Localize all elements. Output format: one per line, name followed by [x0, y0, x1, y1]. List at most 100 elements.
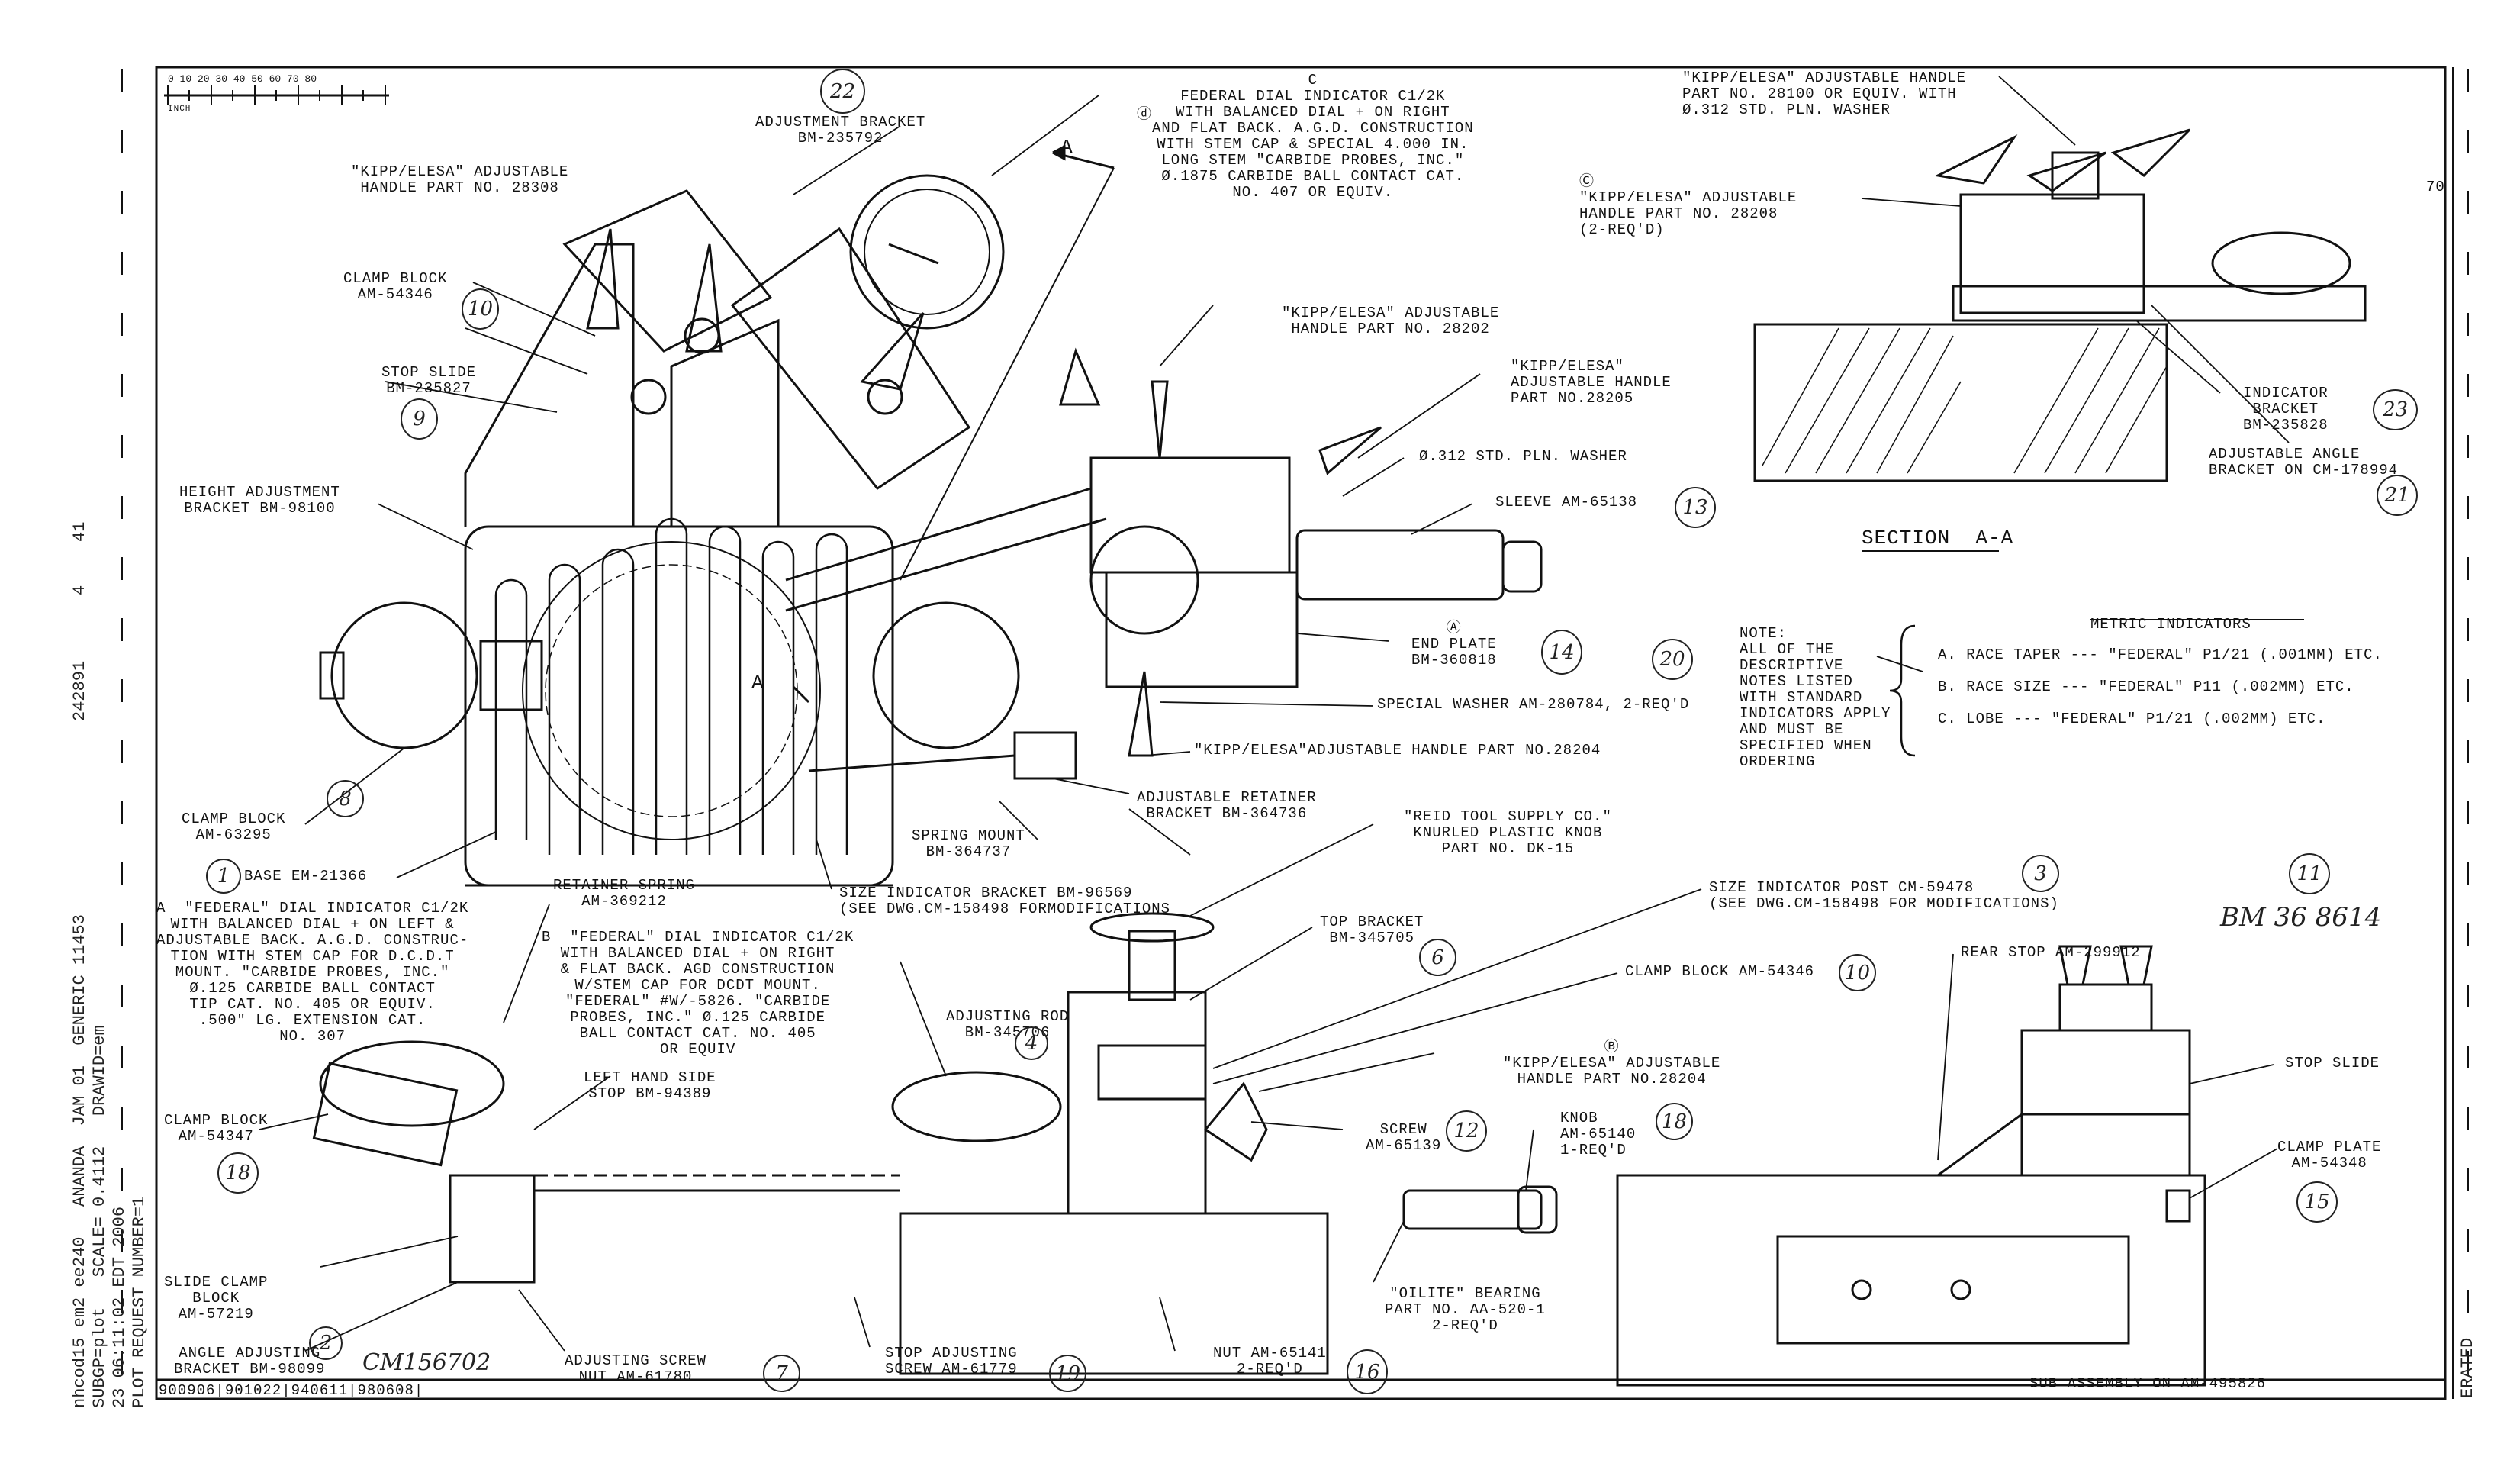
revision-strip: 900906|901022|940611|980608| — [159, 1382, 424, 1399]
side-number-41: 41 — [70, 521, 89, 542]
left-dial-indicator — [330, 601, 478, 749]
label-adjusting-screw-nut: ADJUSTING SCREW NUT AM-61780 — [565, 1352, 707, 1385]
balloon-15: 15 — [2296, 1181, 2338, 1223]
label-federal-a: A "FEDERAL" DIAL INDICATOR C1/2K WITH BA… — [156, 900, 469, 1045]
label-metric-b: B. RACE SIZE --- "FEDERAL" P11 (.002MM) … — [1938, 678, 2354, 695]
balloon-21: 21 — [2377, 475, 2418, 516]
label-kipp-28100: "KIPP/ELESA" ADJUSTABLE HANDLE PART NO. … — [1682, 69, 1967, 118]
label-clamp-block-54347: CLAMP BLOCK AM-54347 — [164, 1112, 269, 1145]
label-size-indicator-bracket: SIZE INDICATOR BRACKET BM-96569 (SEE DWG… — [839, 885, 1171, 917]
lower-dial-a — [319, 1040, 505, 1127]
label-kipp-28202: "KIPP/ELESA" ADJUSTABLE HANDLE PART NO. … — [1282, 305, 1500, 337]
balloon-18b: 18 — [1656, 1103, 1693, 1140]
view-arrow-a-mid: A — [751, 672, 764, 694]
label-stop-slide: STOP SLIDE — [2285, 1055, 2380, 1072]
balloon-18: 18 — [217, 1152, 259, 1194]
angle-scale — [449, 1174, 536, 1284]
label-special-washer: SPECIAL WASHER AM-280784, 2-REQ'D — [1377, 696, 1690, 713]
balloon-4: 4 — [1015, 1026, 1048, 1060]
base-block — [464, 525, 894, 887]
balloon-16: 16 — [1347, 1349, 1388, 1394]
right-dial-indicator — [872, 601, 1020, 749]
label-kipp-28204-a: "KIPP/ELESA"ADJUSTABLE HANDLE PART NO.28… — [1194, 742, 1601, 759]
balloon-10b: 10 — [1839, 954, 1876, 991]
right-knob-circle — [1089, 525, 1199, 635]
label-indicator-bracket: INDICATOR BRACKET BM-235828 — [2243, 385, 2329, 433]
label-clamp-block-54346: CLAMP BLOCK AM-54346 — [343, 270, 448, 303]
label-left-hand-side-stop: LEFT HAND SIDE STOP BM-94389 — [584, 1069, 716, 1102]
label-oilite-bearing: "OILITE" BEARING PART NO. AA-520-1 2-REQ… — [1385, 1285, 1546, 1334]
sleeve-knurl — [1501, 540, 1543, 593]
label-federal-c: C FEDERAL DIAL INDICATOR C1/2K WITH BALA… — [1152, 72, 1474, 201]
label-adjusting-rod: ADJUSTING ROD BM-345706 — [946, 1008, 1070, 1041]
label-knob: KNOB AM-65140 1-REQ'D — [1560, 1110, 1637, 1159]
label-reid-tool: "REID TOOL SUPPLY CO." KNURLED PLASTIC K… — [1404, 808, 1612, 857]
balloon-23: 23 — [2373, 389, 2418, 430]
label-nut: NUT AM-65141 2-REQ'D — [1213, 1345, 1327, 1378]
side-text-1: nhcod15 em2 ee240 ANANDA JAM 01 GENERIC … — [70, 914, 89, 1408]
side-text-4: PLOT REQUEST NUMBER=1 — [130, 1196, 149, 1408]
balloon-1: 1 — [206, 859, 241, 894]
label-metric-c: C. LOBE --- "FEDERAL" P1/21 (.002MM) ETC… — [1938, 711, 2326, 727]
balloon-7: 7 — [763, 1355, 800, 1392]
section-dial — [2211, 231, 2351, 295]
label-stop-slide-235827: STOP SLIDE BM-235827 — [381, 364, 477, 397]
lower-right-base — [1616, 1174, 2206, 1387]
label-height-adjustment: HEIGHT ADJUSTMENT BRACKET BM-98100 — [179, 484, 340, 517]
lower-dial-b — [891, 1071, 1062, 1142]
scale-unit: INCH — [168, 105, 191, 114]
section-aa-base — [1753, 323, 2168, 482]
balloon-13: 13 — [1675, 487, 1716, 528]
handwritten-cm156702: CM156702 — [362, 1349, 491, 1376]
label-clamp-block-54346-b: CLAMP BLOCK AM-54346 — [1625, 963, 1815, 980]
label-rear-stop: REAR STOP AM-299912 — [1961, 944, 2141, 961]
balloon-3: 3 — [2022, 855, 2059, 892]
balloon-14: 14 — [1541, 630, 1582, 675]
balloon-10: 10 — [462, 288, 499, 330]
label-screw: SCREW AM-65139 — [1366, 1121, 1442, 1154]
label-slide-clamp-block: SLIDE CLAMP BLOCK AM-57219 — [164, 1274, 269, 1323]
balloon-9: 9 — [401, 398, 438, 440]
label-page-number: 70 — [2426, 179, 2445, 195]
label-metric-title: METRIC INDICATORS — [2090, 616, 2251, 633]
balloon-20: 20 — [1652, 639, 1693, 680]
scale-numbers: 0 10 20 30 40 50 60 70 80 — [168, 73, 317, 85]
label-kipp-28204-b: Ⓑ "KIPP/ELESA" ADJUSTABLE HANDLE PART NO… — [1503, 1039, 1721, 1088]
label-adjustable-angle-bracket: ADJUSTABLE ANGLE BRACKET ON CM-178994 — [2209, 446, 2399, 479]
label-top-bracket: TOP BRACKET BM-345705 — [1320, 914, 1424, 946]
label-adjustable-retainer: ADJUSTABLE RETAINER BRACKET BM-364736 — [1137, 789, 1317, 822]
balloon-19: 19 — [1049, 1355, 1086, 1392]
label-erated: ERATED — [2458, 1337, 2477, 1398]
label-sleeve: SLEEVE AM-65138 — [1495, 494, 1638, 511]
label-spring-mount: SPRING MOUNT BM-364737 — [912, 827, 1025, 860]
balloon-8: 8 — [327, 780, 364, 817]
balloon-2: 2 — [309, 1326, 343, 1360]
balloon-6: 6 — [1419, 939, 1456, 976]
label-clamp-block-63295: CLAMP BLOCK AM-63295 — [182, 811, 286, 843]
drawing-border — [155, 66, 2447, 1400]
label-federal-b: B "FEDERAL" DIAL INDICATOR C1/2K WITH BA… — [542, 929, 854, 1058]
handwritten-bm368614: BM 36 8614 — [2220, 902, 2382, 933]
label-base: BASE EM-21366 — [244, 868, 368, 885]
balloon-12: 12 — [1446, 1110, 1487, 1152]
label-washer-312: Ø.312 STD. PLN. WASHER — [1419, 448, 1627, 465]
label-retainer-spring: RETAINER SPRING AM-369212 — [553, 877, 696, 910]
knurled-knob — [1089, 912, 1215, 943]
label-stop-adjusting-screw: STOP ADJUSTING SCREW AM-61779 — [885, 1345, 1018, 1378]
label-kipp-28208: Ⓒ "KIPP/ELESA" ADJUSTABLE HANDLE PART NO… — [1579, 173, 1797, 238]
label-metric-a: A. RACE TAPER --- "FEDERAL" P1/21 (.001M… — [1938, 646, 2383, 663]
label-clamp-plate: CLAMP PLATE AM-54348 — [2277, 1139, 2382, 1171]
label-size-indicator-post: SIZE INDICATOR POST CM-59478 (SEE DWG.CM… — [1709, 879, 2059, 912]
label-adjustment-bracket: ADJUSTMENT BRACKET BM-235792 — [755, 114, 926, 147]
label-section-aa: SECTION A-A — [1862, 527, 2014, 549]
label-sub-assembly: SUB ASSEMBLY ON AM-495826 — [2029, 1375, 2267, 1392]
label-kipp-28308: "KIPP/ELESA" ADJUSTABLE HANDLE PART NO. … — [351, 163, 569, 196]
federal-dial-c — [849, 174, 1005, 330]
label-angle-adjusting-bracket: ANGLE ADJUSTING BRACKET BM-98099 — [174, 1345, 326, 1378]
label-end-plate: Ⓐ END PLATE BM-360818 — [1411, 620, 1497, 669]
label-marker-d: ⓓ — [1137, 106, 1153, 123]
balloon-11: 11 — [2289, 853, 2330, 894]
view-arrow-a-top: A — [1060, 136, 1073, 159]
